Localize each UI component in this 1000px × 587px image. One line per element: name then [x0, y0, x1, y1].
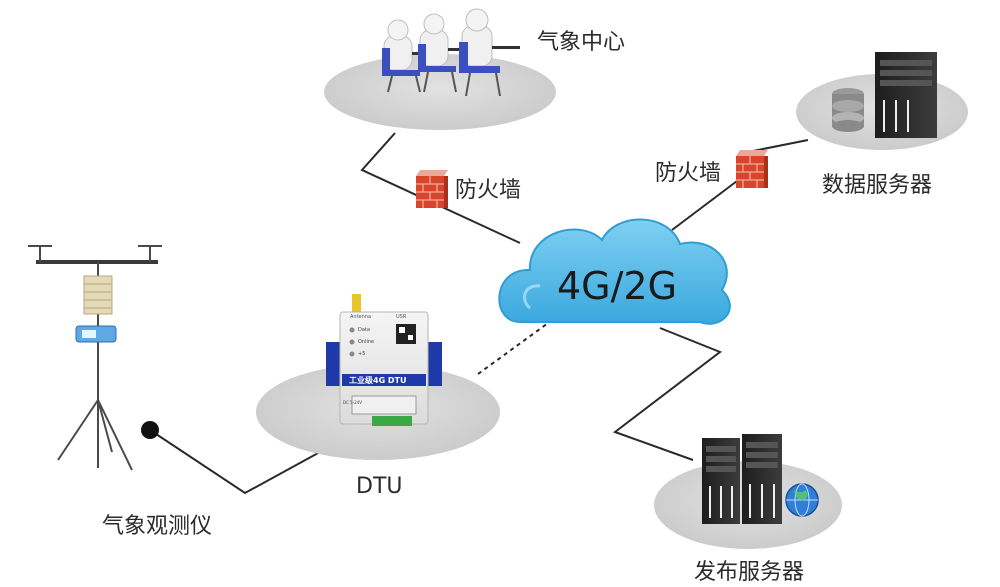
label-weather-center: 气象中心	[537, 30, 626, 55]
logger-box-icon	[75, 325, 117, 343]
dtu-led-data: Data	[358, 327, 370, 333]
weather-station-icon	[28, 245, 162, 471]
dtu-led-plus5: +5	[358, 351, 366, 357]
operators-icon	[382, 8, 520, 97]
globe-icon	[785, 483, 819, 517]
radiation-shield-icon	[83, 275, 113, 315]
label-firewall-right: 防火墙	[655, 161, 722, 186]
label-data-server: 数据服务器	[822, 173, 933, 198]
database-icon	[832, 88, 864, 132]
publish-server-tower-right-icon	[742, 434, 782, 524]
dtu-led-online: Online	[358, 339, 375, 345]
link-dtu-wireless	[477, 317, 556, 375]
cloud-icon	[498, 218, 731, 325]
link-center-to-cloud	[360, 132, 521, 244]
data-server-tower-icon	[875, 52, 937, 138]
publish-server-tower-left-icon	[702, 438, 740, 524]
label-network: 4G/2G	[557, 264, 678, 308]
dtu-title-text: 工业级4G DTU	[349, 376, 407, 385]
connection-lines	[149, 132, 809, 495]
dtu-antenna-text: Antenna	[350, 314, 372, 320]
label-firewall-left: 防火墙	[455, 178, 522, 203]
label-dtu: DTU	[356, 474, 403, 499]
link-cloud-to-publish	[612, 327, 723, 461]
firewall-right-icon	[736, 150, 768, 188]
station-endpoint-dot	[141, 421, 159, 439]
label-publish-server: 发布服务器	[694, 560, 805, 585]
firewall-left-icon	[416, 170, 448, 208]
label-weather-station: 气象观测仪	[102, 514, 213, 539]
link-station-to-dtu	[149, 429, 321, 495]
dtu-power-text: DC 5-24V	[343, 400, 362, 405]
dtu-device-icon	[326, 294, 442, 426]
dtu-brand-text: USR	[396, 314, 407, 320]
